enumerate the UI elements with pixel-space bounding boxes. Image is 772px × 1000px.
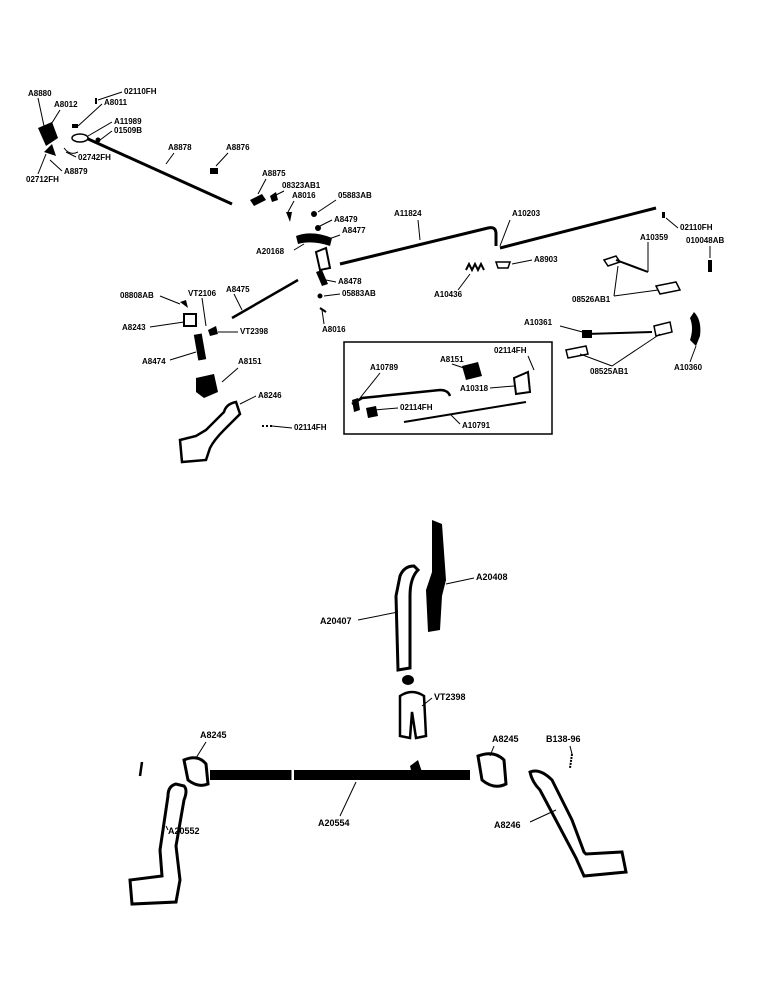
label-a8245-a: A8245 (200, 730, 227, 740)
part-a8243 (183, 313, 197, 327)
label-a8878: A8878 (168, 143, 192, 152)
label-p010048ab: 010048AB (686, 236, 724, 245)
label-p02742fh: 02742FH (78, 153, 111, 162)
label-vt2398-a: VT2398 (240, 327, 269, 336)
label-a8011: A8011 (104, 98, 128, 107)
pedal-a8246-top (178, 400, 242, 464)
part-a10789 (351, 388, 452, 406)
label-a8474: A8474 (142, 357, 166, 366)
label-a10318: A10318 (460, 384, 489, 393)
label-a8151-a: A8151 (238, 357, 262, 366)
rod-a8475 (231, 278, 299, 320)
label-p08526ab1: 08526AB1 (572, 295, 611, 304)
label-a10789: A10789 (370, 363, 399, 372)
label-a8875: A8875 (262, 169, 286, 178)
label-p05883ab-b: 05883AB (342, 289, 376, 298)
part-a8151-inset (462, 362, 482, 380)
label-a8246-a: A8246 (258, 391, 282, 400)
pedal-a20552 (128, 782, 188, 906)
label-a20407: A20407 (320, 616, 352, 626)
label-a20554: A20554 (318, 818, 350, 828)
label-p08808ab: 08808AB (120, 291, 154, 300)
label-a20552: A20552 (168, 826, 200, 836)
pedal-a8246-bottom (528, 769, 628, 878)
label-p02110fh-a: 02110FH (124, 87, 157, 96)
label-p05883ab-a: 05883AB (338, 191, 372, 200)
label-p08525ab1: 08525AB1 (590, 367, 629, 376)
part-a8474 (193, 333, 207, 361)
label-a8879: A8879 (64, 167, 88, 176)
rod-a10361 (585, 331, 653, 335)
part-a8151 (196, 374, 218, 398)
label-a8016-b: A8016 (322, 325, 346, 334)
label-a8151-b: A8151 (440, 355, 464, 364)
bracket-a8880 (38, 98, 101, 156)
label-p01509b: 01509B (114, 126, 142, 135)
label-a8475: A8475 (226, 285, 250, 294)
label-a8478: A8478 (338, 277, 362, 286)
label-a8012: A8012 (54, 100, 78, 109)
label-p02114fh-c: 02114FH (400, 403, 433, 412)
label-a8246-b: A8246 (494, 820, 521, 830)
label-a20408: A20408 (476, 572, 508, 582)
label-a11824: A11824 (394, 209, 422, 218)
label-a8876: A8876 (226, 143, 250, 152)
label-a10359: A10359 (640, 233, 669, 242)
label-b138-96: B138-96 (546, 734, 581, 744)
arm-a20407 (394, 564, 421, 672)
rod-a10203 (499, 206, 657, 250)
clevis-vt2398 (398, 690, 428, 740)
label-a8903: A8903 (534, 255, 558, 264)
label-a8479: A8479 (334, 215, 358, 224)
washer (402, 675, 414, 685)
spring-a10436 (465, 261, 485, 273)
label-p02114fh-a: 02114FH (294, 423, 327, 432)
label-a8016-a: A8016 (292, 191, 316, 200)
arm-a20408 (426, 520, 446, 632)
part-a8903 (494, 261, 512, 269)
label-p02712fh: 02712FH (26, 175, 59, 184)
inset-box (343, 341, 553, 435)
part-a10318 (512, 370, 532, 396)
shaft-a20554 (210, 770, 292, 780)
label-a10360: A10360 (674, 363, 703, 372)
label-a11989: A11989 (114, 117, 142, 126)
labels-bottom: A20408 A20407 VT2398 A8245 A8245 B138-96… (165, 572, 581, 836)
rod-a10791 (403, 401, 527, 423)
label-a8880: A8880 (28, 89, 52, 98)
label-p08323ab1: 08323AB1 (282, 181, 321, 190)
label-p02110fh-b: 02110FH (680, 223, 713, 232)
part-a8876 (210, 168, 218, 174)
label-a8245-b: A8245 (492, 734, 519, 744)
label-a8477: A8477 (342, 226, 366, 235)
label-a10203: A10203 (512, 209, 541, 218)
label-vt2106: VT2106 (188, 289, 217, 298)
rod-a11824 (339, 226, 498, 266)
part-a10360 (690, 312, 701, 346)
label-p02114fh-b: 02114FH (494, 346, 527, 355)
labels-top: A8880 A8012 02110FH A8011 A11989 01509B … (26, 87, 724, 432)
label-a10791: A10791 (462, 421, 491, 430)
label-a10436: A10436 (434, 290, 463, 299)
rod-a8878 (85, 136, 233, 206)
bracket-a8245-right (476, 752, 508, 788)
label-a10361: A10361 (524, 318, 553, 327)
bracket-a8245-left (182, 756, 210, 787)
label-vt2398-b: VT2398 (434, 692, 466, 702)
label-a8243: A8243 (122, 323, 146, 332)
parts-a8875-group (250, 192, 332, 313)
label-a20168: A20168 (256, 247, 285, 256)
